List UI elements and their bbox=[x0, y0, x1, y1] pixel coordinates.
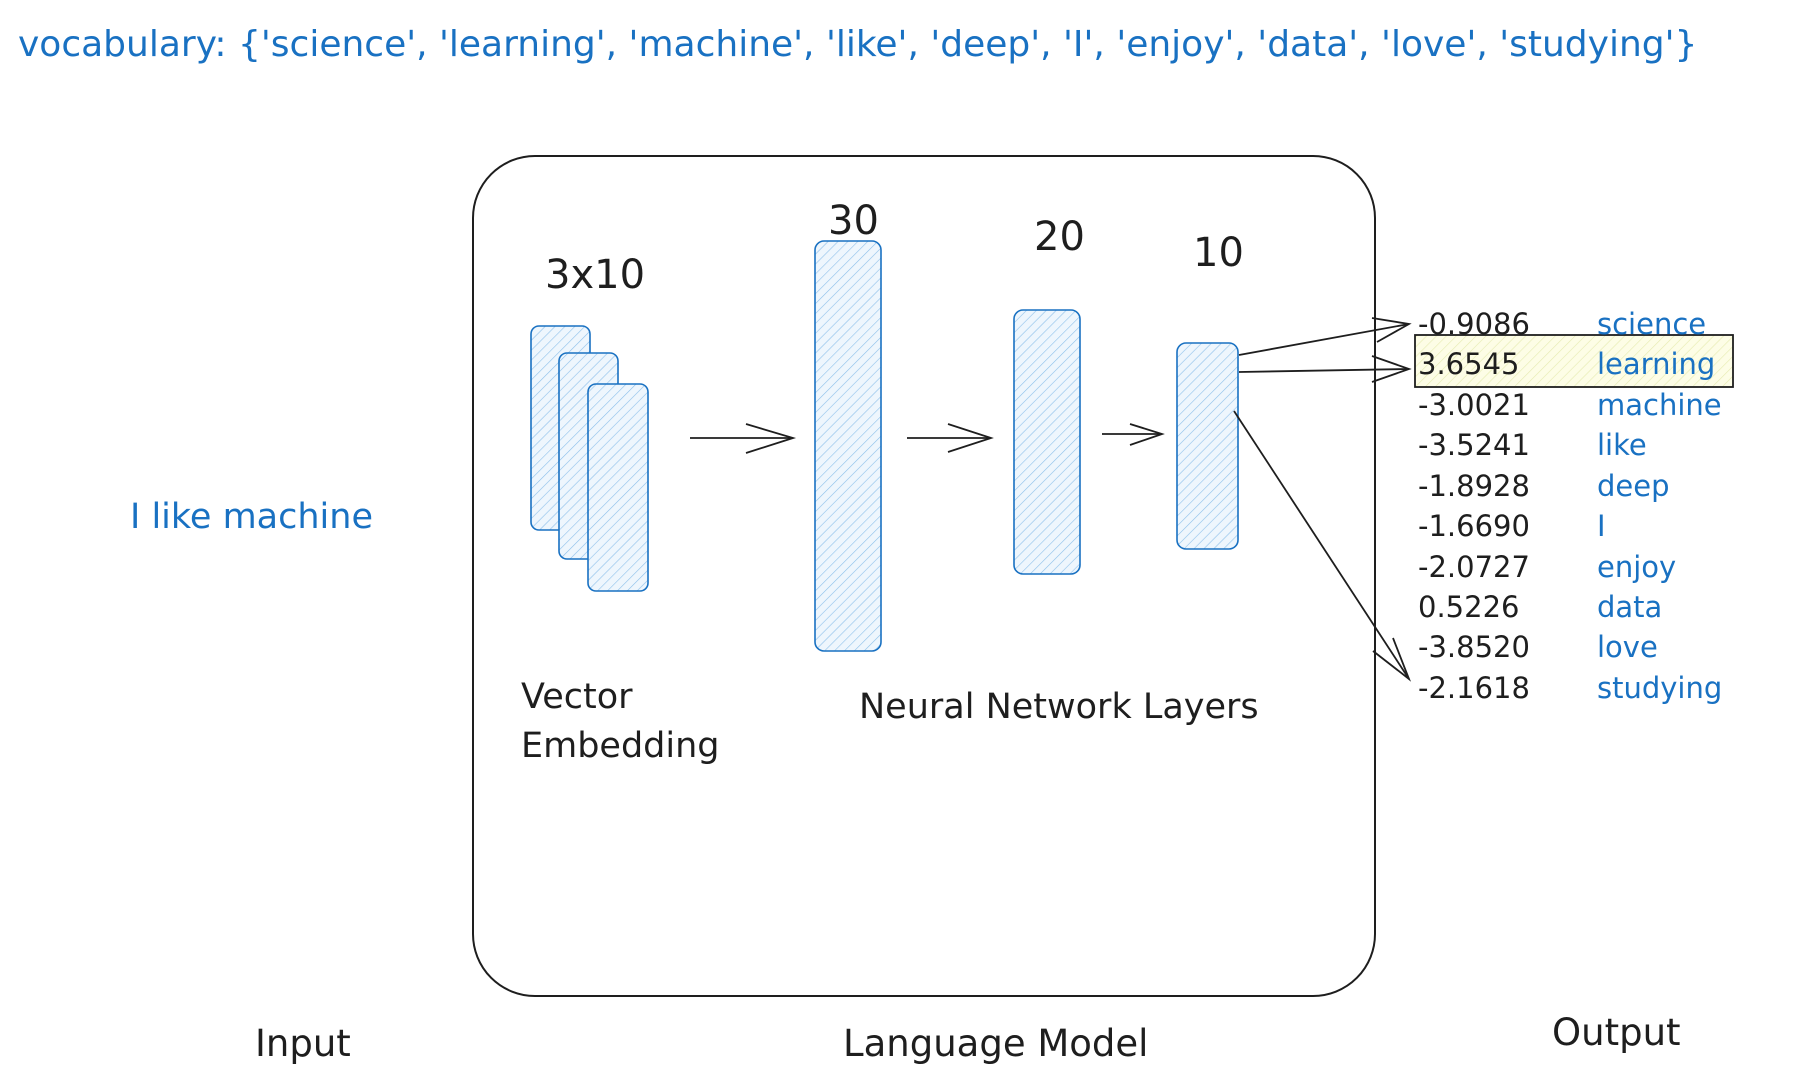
vocabulary-label: vocabulary: {'science', 'learning', 'mac… bbox=[18, 24, 1697, 65]
layer-10-block bbox=[1176, 342, 1239, 550]
output-row: -3.0021 machine bbox=[1418, 388, 1722, 422]
layer-size-label: 30 bbox=[828, 198, 879, 244]
output-score: 3.6545 bbox=[1418, 347, 1519, 381]
output-score: -0.9086 bbox=[1418, 307, 1530, 341]
embedding-caption-line2: Embedding bbox=[521, 726, 720, 766]
prediction-highlight-box bbox=[1414, 334, 1734, 388]
output-row: -3.5241 like bbox=[1418, 428, 1647, 462]
layer-size-label: 20 bbox=[1034, 214, 1085, 260]
output-row: -0.9086 science bbox=[1418, 307, 1706, 341]
output-word: science bbox=[1597, 307, 1706, 341]
input-caption: Input bbox=[255, 1022, 351, 1065]
output-word: love bbox=[1597, 630, 1658, 664]
output-row: -1.8928 deep bbox=[1418, 469, 1670, 503]
output-word: studying bbox=[1597, 671, 1722, 705]
output-score: -2.0727 bbox=[1418, 550, 1530, 584]
output-word: machine bbox=[1597, 388, 1722, 422]
arrow-right-icon bbox=[907, 423, 994, 453]
output-scores-list: -0.9086 science 3.6545 learning -3.0021 … bbox=[1418, 307, 1722, 705]
output-score: -1.8928 bbox=[1418, 469, 1530, 503]
language-model-box bbox=[472, 155, 1376, 997]
embedding-dimension-label: 3x10 bbox=[545, 252, 645, 298]
output-row: -2.1618 studying bbox=[1418, 671, 1722, 705]
arrow-right-icon bbox=[1238, 317, 1412, 356]
vector-embedding-stack bbox=[530, 325, 649, 592]
output-word: I bbox=[1597, 509, 1606, 543]
arrow-right-icon bbox=[1238, 355, 1412, 383]
arrow-right-icon bbox=[690, 423, 797, 454]
arrow-right-icon bbox=[1102, 423, 1165, 446]
layer-20-block bbox=[1013, 309, 1081, 575]
layer-size-label: 10 bbox=[1193, 230, 1244, 276]
embedding-vector bbox=[587, 383, 649, 592]
output-caption: Output bbox=[1552, 1011, 1681, 1054]
output-row: -1.6690 I bbox=[1418, 509, 1606, 543]
output-word: data bbox=[1597, 590, 1662, 624]
layers-caption: Neural Network Layers bbox=[859, 687, 1259, 727]
output-score: -3.8520 bbox=[1418, 630, 1530, 664]
output-score: -3.0021 bbox=[1418, 388, 1530, 422]
output-row: 3.6545 learning bbox=[1418, 347, 1715, 381]
output-score: -2.1618 bbox=[1418, 671, 1530, 705]
output-word: deep bbox=[1597, 469, 1670, 503]
output-score: -3.5241 bbox=[1418, 428, 1530, 462]
output-word: learning bbox=[1597, 347, 1715, 381]
embedding-caption-line1: Vector bbox=[521, 677, 633, 717]
language-model-caption: Language Model bbox=[843, 1022, 1148, 1065]
output-row: -2.0727 enjoy bbox=[1418, 550, 1676, 584]
arrow-right-icon bbox=[1233, 410, 1412, 682]
input-text: I like machine bbox=[130, 497, 373, 537]
output-word: enjoy bbox=[1597, 550, 1676, 584]
output-word: like bbox=[1597, 428, 1647, 462]
output-score: -1.6690 bbox=[1418, 509, 1530, 543]
output-score: 0.5226 bbox=[1418, 590, 1519, 624]
output-row: 0.5226 data bbox=[1418, 590, 1662, 624]
output-row: -3.8520 love bbox=[1418, 630, 1658, 664]
layer-30-block bbox=[814, 240, 882, 652]
